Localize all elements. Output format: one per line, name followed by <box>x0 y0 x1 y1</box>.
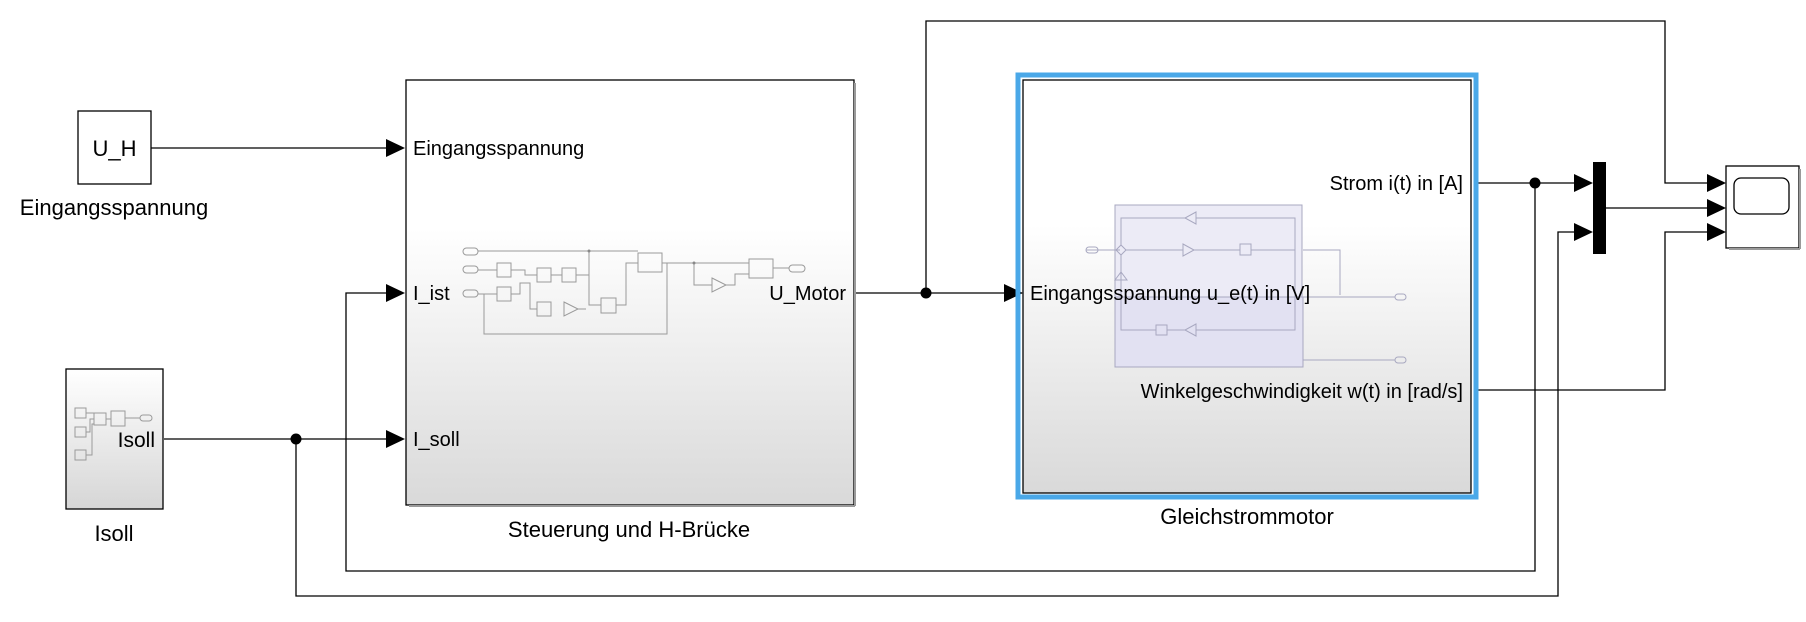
scope-screen-icon <box>1733 177 1790 215</box>
wire-winkel-to-scope[interactable] <box>1474 231 1710 391</box>
motor-selection-highlight <box>1015 72 1479 500</box>
arrow-mux-in1 <box>1574 174 1593 192</box>
port-out-strom: Strom i(t) in [A] <box>1330 173 1463 195</box>
arrow-isoll <box>386 430 405 448</box>
port-in-eingangsspannung: Eingangsspannung <box>413 138 584 160</box>
port-out-winkel: Winkelgeschwindigkeit w(t) in [rad/s] <box>1141 381 1463 403</box>
wire-umotor-branch-to-scope[interactable] <box>925 20 1710 293</box>
branch-point-umotor <box>920 287 932 299</box>
motor-subsystem-block[interactable]: Eingangsspannung u_e(t) in [V] Strom i(t… <box>1015 72 1479 500</box>
port-in-iist: I_ist <box>413 283 450 305</box>
arrow-scope-in2 <box>1707 199 1726 217</box>
motor-block-caption: Gleichstrommotor <box>1160 504 1334 529</box>
arrow-motor-in <box>1004 284 1023 302</box>
motor-thumbnail <box>1085 204 1407 368</box>
wire-isoll-branch-to-mux[interactable] <box>295 231 1575 597</box>
port-in-ue: Eingangsspannung u_e(t) in [V] <box>1030 283 1310 305</box>
arrow-eingangsspannung <box>386 139 405 157</box>
uh-constant-block[interactable]: U_H <box>77 110 152 185</box>
scope-block[interactable] <box>1725 165 1801 250</box>
signal-lines <box>151 20 1726 597</box>
arrow-scope-in3 <box>1707 223 1726 241</box>
isoll-block-caption: Isoll <box>94 521 133 546</box>
uh-block-caption: Eingangsspannung <box>20 195 208 220</box>
steuerung-thumbnail <box>462 247 806 335</box>
port-out-umotor: U_Motor <box>769 283 846 305</box>
uh-block-label: U_H <box>92 136 136 161</box>
isoll-port-label: Isoll <box>118 429 155 452</box>
arrow-iist <box>386 284 405 302</box>
arrow-mux-in2 <box>1574 223 1593 241</box>
isoll-subsystem-block[interactable]: Isoll <box>65 368 164 510</box>
branch-point-isoll <box>290 433 302 445</box>
mux-block[interactable] <box>1593 162 1606 254</box>
wire-strom-to-iist[interactable] <box>345 183 1536 572</box>
port-in-isoll: I_soll <box>413 429 460 451</box>
arrow-scope-in1 <box>1707 174 1726 192</box>
isoll-thumbnail <box>74 407 153 461</box>
steuerung-subsystem-block[interactable]: Eingangsspannung I_ist I_soll U_Motor <box>405 79 856 507</box>
steuerung-block-caption: Steuerung und H-Brücke <box>508 517 750 542</box>
branch-point-strom <box>1529 177 1541 189</box>
